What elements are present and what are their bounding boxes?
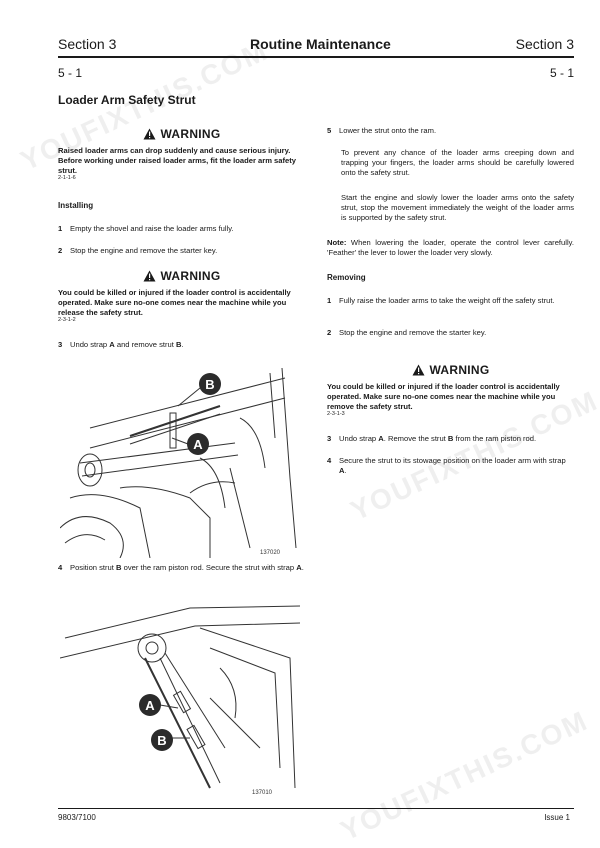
callout-a: A xyxy=(193,437,203,452)
warning-triangle-icon xyxy=(143,270,156,282)
warning-triangle-icon xyxy=(412,364,425,376)
warning-block-2: WARNING You could be killed or injured i… xyxy=(58,269,306,324)
step-5-paragraph-1: To prevent any chance of the loader arms… xyxy=(341,148,574,178)
step-5-paragraph-2: Start the engine and slowly lower the lo… xyxy=(341,193,574,223)
footer-rule xyxy=(58,808,574,809)
figure-number: 137020 xyxy=(260,550,281,556)
issue-number: Issue 1 xyxy=(544,813,570,822)
warning-block-3: WARNING You could be killed or injured i… xyxy=(327,363,575,418)
installing-heading: Installing xyxy=(58,201,94,210)
header-rule xyxy=(58,56,574,58)
figure-number: 137010 xyxy=(252,790,273,796)
warning-triangle-icon xyxy=(143,128,156,140)
install-step-4: 4 Position strut B over the ram piston r… xyxy=(58,563,304,572)
install-step-3: 3 Undo strap A and remove strut B. xyxy=(58,340,184,349)
figure-strut-removal: B A 137020 xyxy=(60,367,297,558)
watermark: YOUFIXTHIS.COM xyxy=(335,704,593,847)
warning-text: You could be killed or injured if the lo… xyxy=(327,382,560,411)
warning-block-1: WARNING Raised loader arms can drop sudd… xyxy=(58,127,306,182)
page-number-left: 5 - 1 xyxy=(58,66,83,80)
remove-step-4: 4 Secure the strut to its stowage positi… xyxy=(327,456,566,476)
warning-text: Raised loader arms can drop suddenly and… xyxy=(58,146,297,175)
callout-b: B xyxy=(205,377,214,392)
section-label-right: Section 3 xyxy=(515,36,574,52)
warning-code: 2-3-1-3 xyxy=(327,411,345,418)
document-number: 9803/7100 xyxy=(58,813,96,822)
figure-strut-fitted: A B 137010 xyxy=(60,605,301,796)
callout-a: A xyxy=(145,698,155,713)
page-title: Routine Maintenance xyxy=(250,36,391,52)
note: Note: When lowering the loader, operate … xyxy=(327,238,574,258)
callout-b: B xyxy=(157,733,166,748)
warning-code: 2-3-1-2 xyxy=(58,317,76,324)
remove-step-3: 3 Undo strap A. Remove the strut B from … xyxy=(327,434,537,443)
warning-code: 2-1-1-6 xyxy=(58,175,76,182)
section-heading: Loader Arm Safety Strut xyxy=(58,93,196,107)
warning-title: WARNING xyxy=(327,363,575,377)
removing-heading: Removing xyxy=(327,273,366,282)
warning-title: WARNING xyxy=(58,269,306,283)
page-number-right: 5 - 1 xyxy=(549,66,574,80)
warning-title: WARNING xyxy=(58,127,306,141)
warning-text: You could be killed or injured if the lo… xyxy=(58,288,291,317)
section-label-left: Section 3 xyxy=(58,36,117,52)
